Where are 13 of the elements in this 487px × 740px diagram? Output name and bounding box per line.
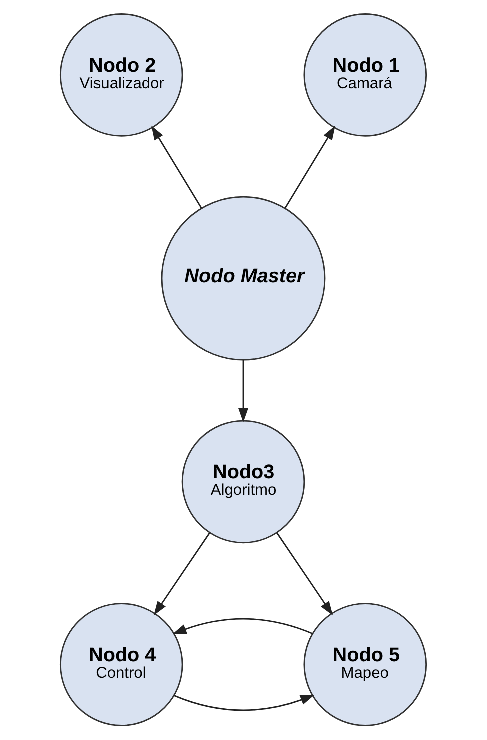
arrow — [174, 694, 315, 712]
arrow — [172, 618, 314, 635]
arrow — [152, 126, 202, 209]
arrow — [238, 360, 248, 423]
arrow — [276, 532, 334, 616]
node-circle: Nodo Master — [161, 196, 326, 361]
node-circle: Nodo 2 Visualizador — [60, 14, 184, 137]
node-circle: Nodo 5 Mapeo — [304, 603, 428, 726]
arrow — [154, 532, 210, 616]
arrow — [284, 126, 336, 209]
node-circle: Nodo3 Algoritmo — [182, 420, 306, 544]
node-circle: Nodo 4 Control — [60, 603, 184, 726]
node-circle: Nodo 1 Camará — [304, 14, 428, 137]
